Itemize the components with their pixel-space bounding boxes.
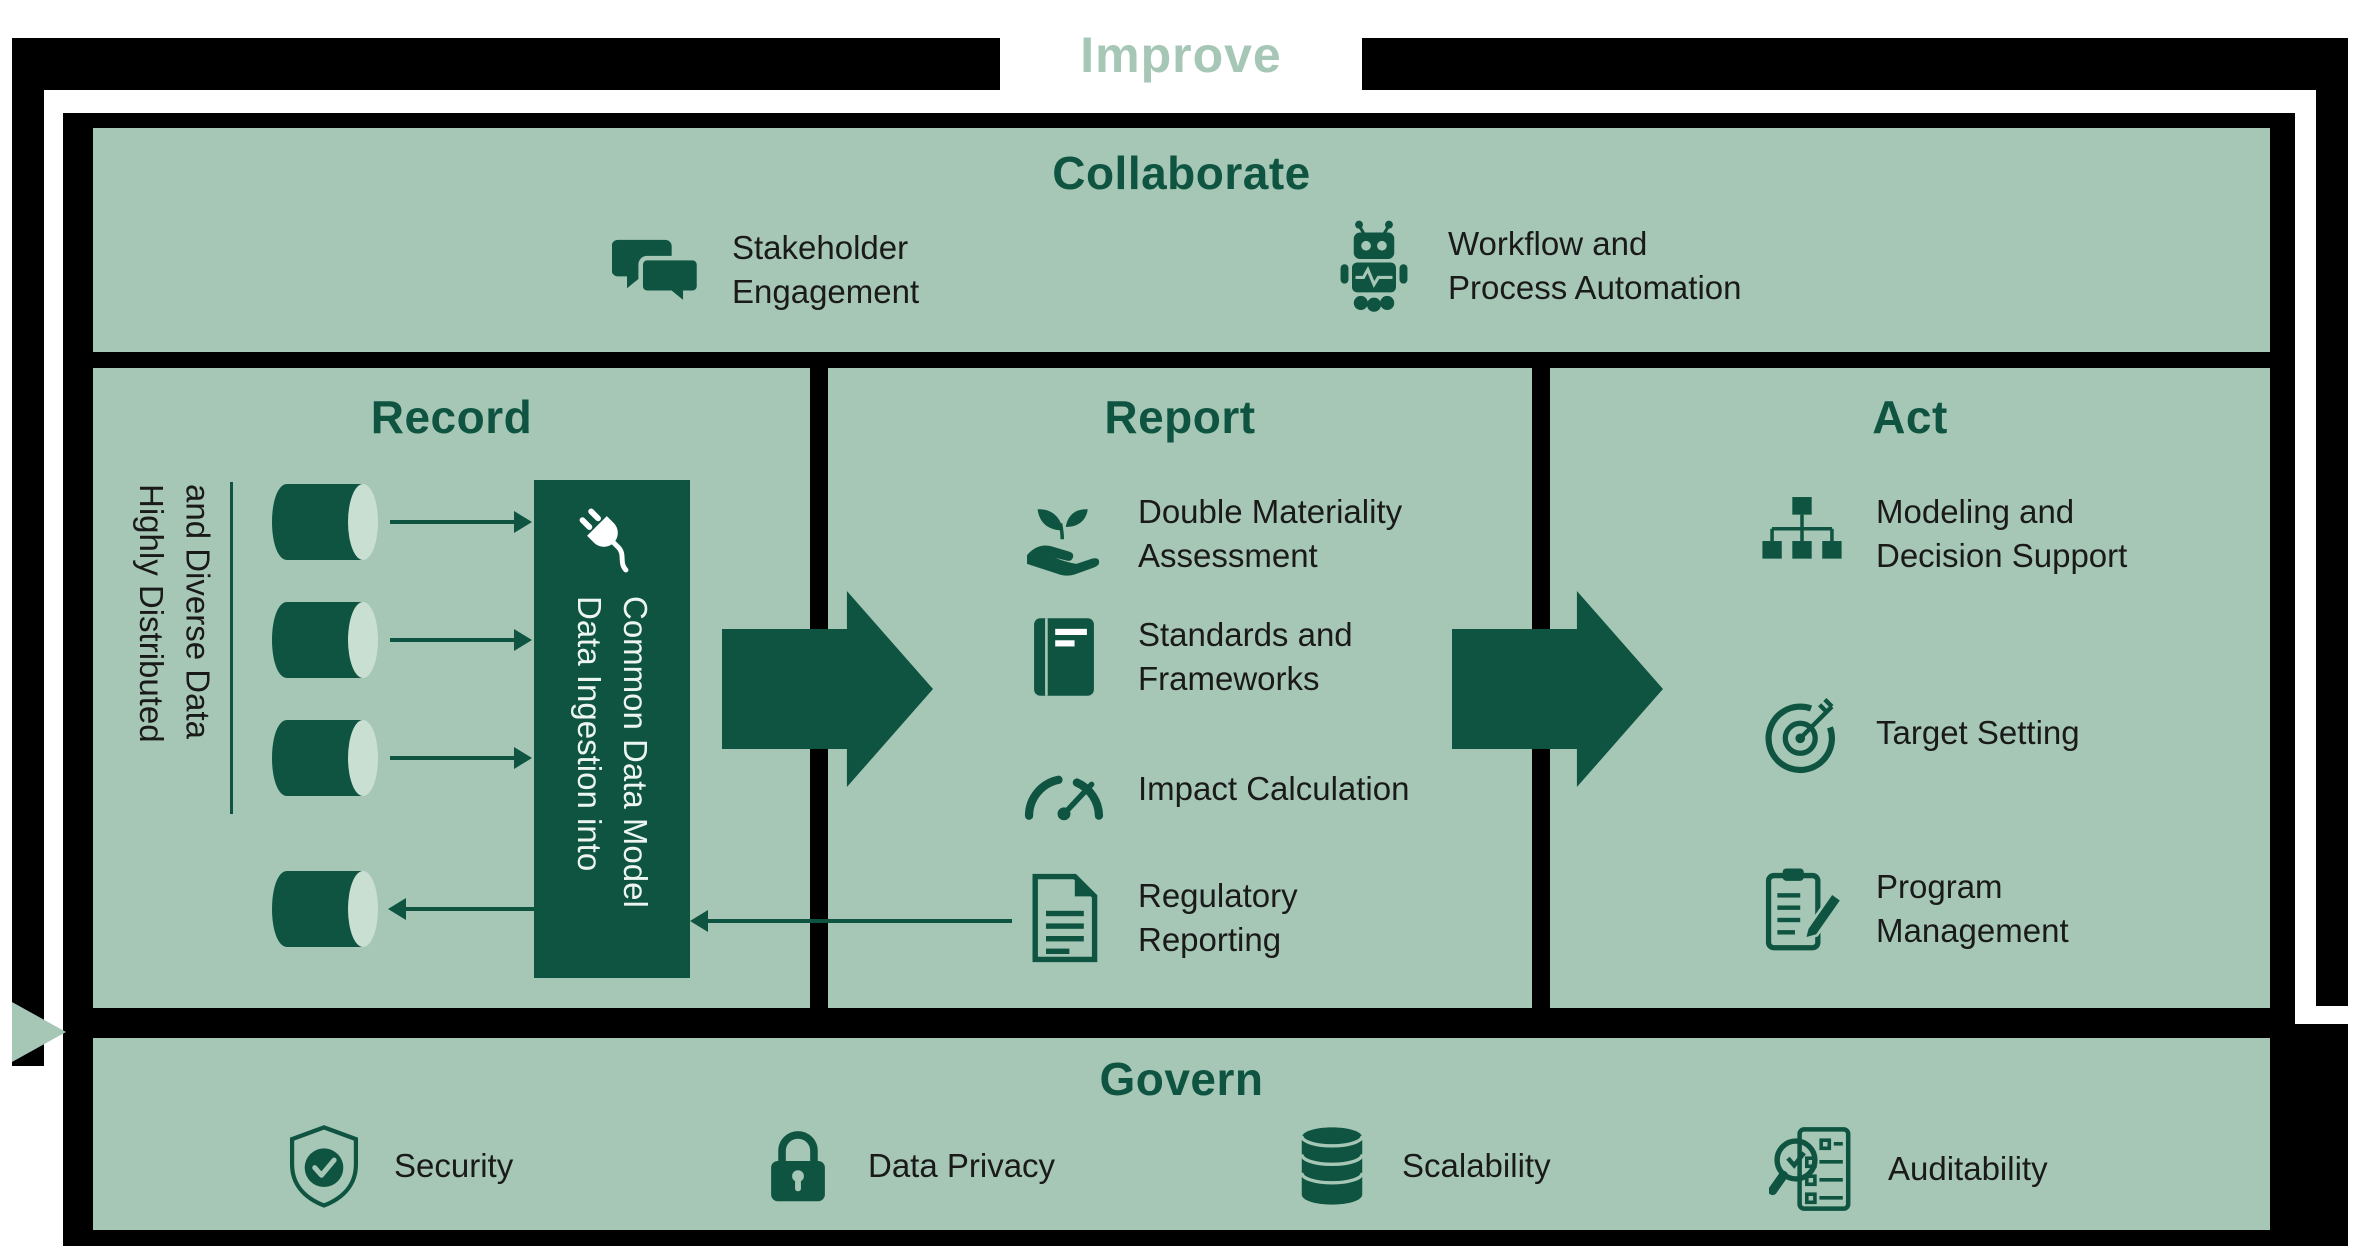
gauge-icon — [1018, 751, 1110, 827]
data-ingestion-box: Data Ingestion into Common Data Model — [534, 480, 690, 978]
report-item-double-materiality: Double Materiality Assessment — [1018, 490, 1402, 578]
act-item-target-setting: Target Setting — [1756, 689, 2080, 777]
program-management-label: Program Management — [1876, 868, 2069, 949]
report-item-regulatory-reporting: Regulatory Reporting — [1018, 873, 1298, 963]
govern-item-security: Security — [282, 1124, 513, 1208]
data-sources-label: Highly Distributed and Diverse Data — [133, 484, 217, 743]
govern-panel — [93, 1038, 2270, 1230]
improve-loop-arrowhead-icon — [12, 1002, 66, 1062]
govern-item-scalability: Scalability — [1290, 1124, 1551, 1208]
act-item-modeling-decision-support: Modeling and Decision Support — [1756, 490, 2127, 578]
data-source-cylinder-icon — [270, 482, 383, 567]
collaborate-item-stakeholder-engagement: Stakeholder Engagement — [612, 226, 919, 313]
ingestion-label: Data Ingestion into Common Data Model — [571, 596, 655, 908]
book-icon — [1018, 613, 1110, 701]
clipboard-pencil-icon — [1756, 864, 1848, 954]
collaborate-panel — [93, 128, 2270, 352]
improve-loop-left-bar — [12, 38, 44, 1066]
target-setting-label: Target Setting — [1876, 714, 2080, 752]
target-icon — [1756, 689, 1848, 777]
data-sources-divider — [230, 482, 233, 814]
govern-item-data-privacy: Data Privacy — [756, 1124, 1055, 1208]
collaborate-title: Collaborate — [1052, 147, 1311, 199]
data-source-cylinder-icon — [270, 600, 383, 685]
plug-icon — [571, 500, 653, 587]
double-materiality-label: Double Materiality Assessment — [1138, 493, 1403, 574]
improve-label: Improve — [1080, 27, 1282, 83]
regulatory-reporting-label: Regulatory Reporting — [1138, 877, 1298, 958]
data-source-cylinder-icon — [270, 718, 383, 803]
magnifier-checklist-icon — [1768, 1124, 1860, 1214]
improve-loop-right-bar — [2316, 38, 2348, 1006]
sprout-hand-icon — [1018, 490, 1110, 578]
regulatory-feedback-arrow — [706, 919, 1012, 923]
hierarchy-icon — [1756, 490, 1848, 578]
impact-calculation-label: Impact Calculation — [1138, 770, 1410, 808]
report-item-impact-calculation: Impact Calculation — [1018, 751, 1409, 827]
act-item-program-management: Program Management — [1756, 864, 2069, 954]
govern-item-auditability: Auditability — [1768, 1124, 2048, 1214]
workflow-automation-label: Workflow and Process Automation — [1448, 225, 1742, 306]
auditability-label: Auditability — [1888, 1150, 2048, 1188]
collaborate-item-workflow-automation: Workflow and Process Automation — [1328, 220, 1742, 312]
act-title: Act — [1872, 391, 1948, 443]
output-arrow — [404, 907, 534, 911]
robot-icon — [1328, 220, 1420, 312]
stakeholder-engagement-label: Stakeholder Engagement — [732, 229, 920, 310]
record-panel — [93, 368, 810, 1008]
ingestion-label-area: Data Ingestion into Common Data Model — [534, 596, 690, 966]
report-title: Report — [1104, 391, 1256, 443]
security-label: Security — [394, 1147, 514, 1185]
data-output-cylinder-icon — [270, 869, 383, 954]
ingest-arrow-1 — [390, 520, 516, 524]
govern-title: Govern — [1099, 1053, 1264, 1105]
report-panel — [828, 368, 1532, 1008]
data-privacy-label: Data Privacy — [868, 1147, 1056, 1185]
ingest-arrow-3 — [390, 756, 516, 760]
lock-icon — [756, 1124, 840, 1208]
ingest-arrow-2 — [390, 638, 516, 642]
scalability-label: Scalability — [1402, 1147, 1551, 1185]
improve-banner: Improve — [1000, 0, 1362, 110]
act-panel — [1550, 368, 2270, 1008]
shield-check-icon — [282, 1124, 366, 1208]
standards-frameworks-label: Standards and Frameworks — [1138, 616, 1353, 697]
modeling-decision-support-label: Modeling and Decision Support — [1876, 493, 2128, 574]
report-item-standards-frameworks: Standards and Frameworks — [1018, 613, 1353, 701]
database-stack-icon — [1290, 1124, 1374, 1208]
record-title: Record — [370, 391, 533, 443]
document-icon — [1018, 873, 1110, 963]
chat-bubbles-icon — [612, 229, 704, 311]
